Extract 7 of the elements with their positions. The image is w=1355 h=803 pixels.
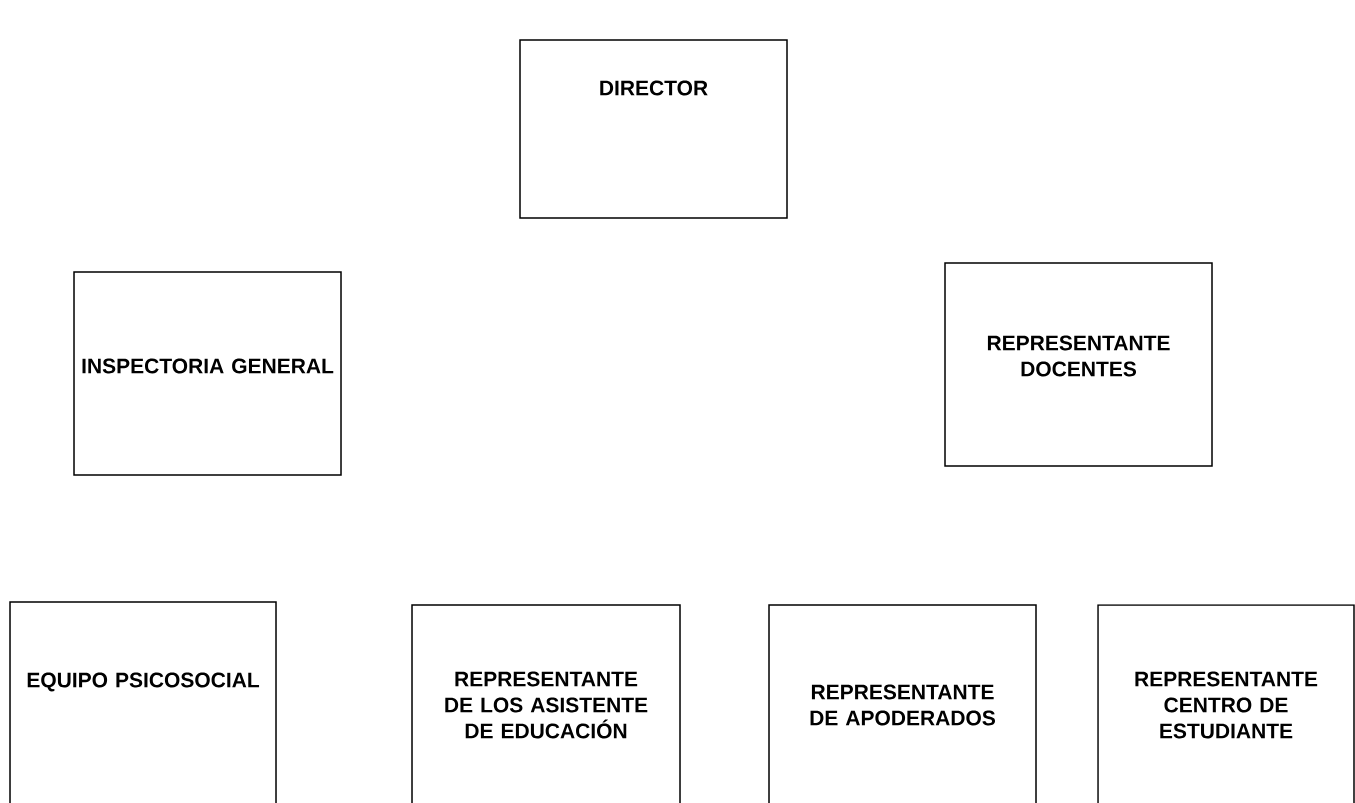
org-box: REPRESENTANTE DE APODERADOS [768, 604, 1037, 803]
org-box: DIRECTOR [519, 39, 788, 219]
org-box: REPRESENTANTE CENTRO DE ESTUDIANTE [1097, 604, 1355, 803]
org-box: REPRESENTANTE DE LOS ASISTENTE DE EDUCACIÓN [411, 604, 681, 803]
org-box: REPRESENTANTE DOCENTES [944, 262, 1213, 467]
org-box: INSPECTORIA GENERAL [73, 271, 342, 476]
org-box: EQUIPO PSICOSOCIAL [9, 601, 277, 803]
